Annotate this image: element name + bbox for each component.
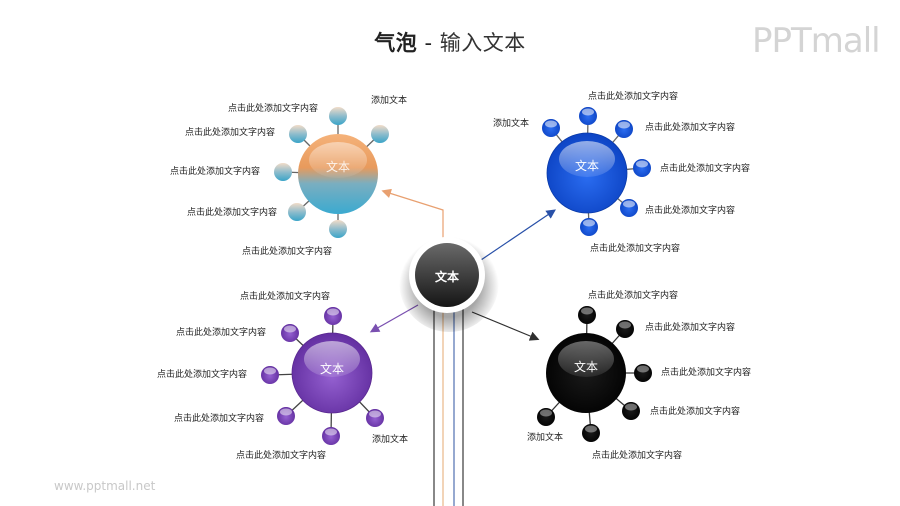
cluster-blue-label: 文本 (574, 159, 599, 173)
title-separator: - (417, 31, 440, 55)
orange-satellite-left-text[interactable]: 点击此处添加文字内容 (170, 167, 261, 177)
black-satellite-lower-left-text[interactable]: 添加文本 (527, 433, 564, 443)
cluster-orange[interactable] (274, 107, 389, 238)
blue-satellite-right-text[interactable]: 点击此处添加文字内容 (660, 164, 751, 174)
vertical-connector-lines (433, 300, 464, 506)
black-satellite-bottom-text[interactable]: 点击此处添加文字内容 (592, 451, 683, 461)
purple-satellite-lower-right-text[interactable]: 添加文本 (372, 435, 409, 445)
orange-satellite-upper-left-text[interactable]: 点击此处添加文字内容 (185, 128, 276, 138)
cluster-purple[interactable] (261, 307, 384, 445)
center-node-label: 文本 (434, 270, 459, 284)
title-bold: 气泡 (374, 31, 418, 55)
blue-satellite-lower-right-text[interactable]: 点击此处添加文字内容 (645, 206, 736, 216)
satellite-bubbles-orange (274, 107, 389, 238)
blue-satellite-top-left-text[interactable]: 添加文本 (493, 119, 530, 129)
cluster-black[interactable] (537, 306, 652, 442)
orange-satellite-lower-left-text[interactable]: 点击此处添加文字内容 (187, 208, 278, 218)
black-satellite-right-text[interactable]: 点击此处添加文字内容 (661, 368, 752, 378)
pptmall-logo: PPTmall (752, 21, 881, 61)
purple-satellite-bottom-text[interactable]: 点击此处添加文字内容 (236, 451, 327, 461)
black-satellite-top-text[interactable]: 点击此处添加文字内容 (588, 291, 679, 301)
cluster-black-label: 文本 (573, 360, 598, 374)
center-hub[interactable] (399, 232, 499, 332)
black-satellite-top-right-text[interactable]: 点击此处添加文字内容 (645, 323, 736, 333)
arrow-to-blue (477, 209, 556, 263)
title-rest: 输入文本 (439, 31, 526, 55)
orange-satellite-top-right-text[interactable]: 添加文本 (371, 96, 408, 106)
black-satellite-lower-right-text[interactable]: 点击此处添加文字内容 (650, 407, 741, 417)
purple-satellite-lower-left-text[interactable]: 点击此处添加文字内容 (174, 414, 265, 424)
cluster-orange-label: 文本 (325, 160, 350, 174)
page-title: 气泡 - 输入文本 (0, 27, 900, 57)
cluster-blue[interactable] (542, 107, 651, 236)
cluster-purple-label: 文本 (319, 362, 344, 376)
blue-satellite-top-right-text[interactable]: 点击此处添加文字内容 (645, 123, 736, 133)
blue-satellite-bottom-text[interactable]: 点击此处添加文字内容 (590, 244, 681, 254)
orange-satellite-bottom-text[interactable]: 点击此处添加文字内容 (242, 247, 333, 257)
purple-satellite-top-text[interactable]: 点击此处添加文字内容 (240, 292, 331, 302)
purple-satellite-upper-left-text[interactable]: 点击此处添加文字内容 (176, 328, 267, 338)
footer-url: www.pptmall.net (54, 479, 156, 493)
orange-satellite-top-text[interactable]: 点击此处添加文字内容 (228, 104, 319, 114)
purple-satellite-left-text[interactable]: 点击此处添加文字内容 (157, 370, 248, 380)
blue-satellite-top-text[interactable]: 点击此处添加文字内容 (588, 92, 679, 102)
